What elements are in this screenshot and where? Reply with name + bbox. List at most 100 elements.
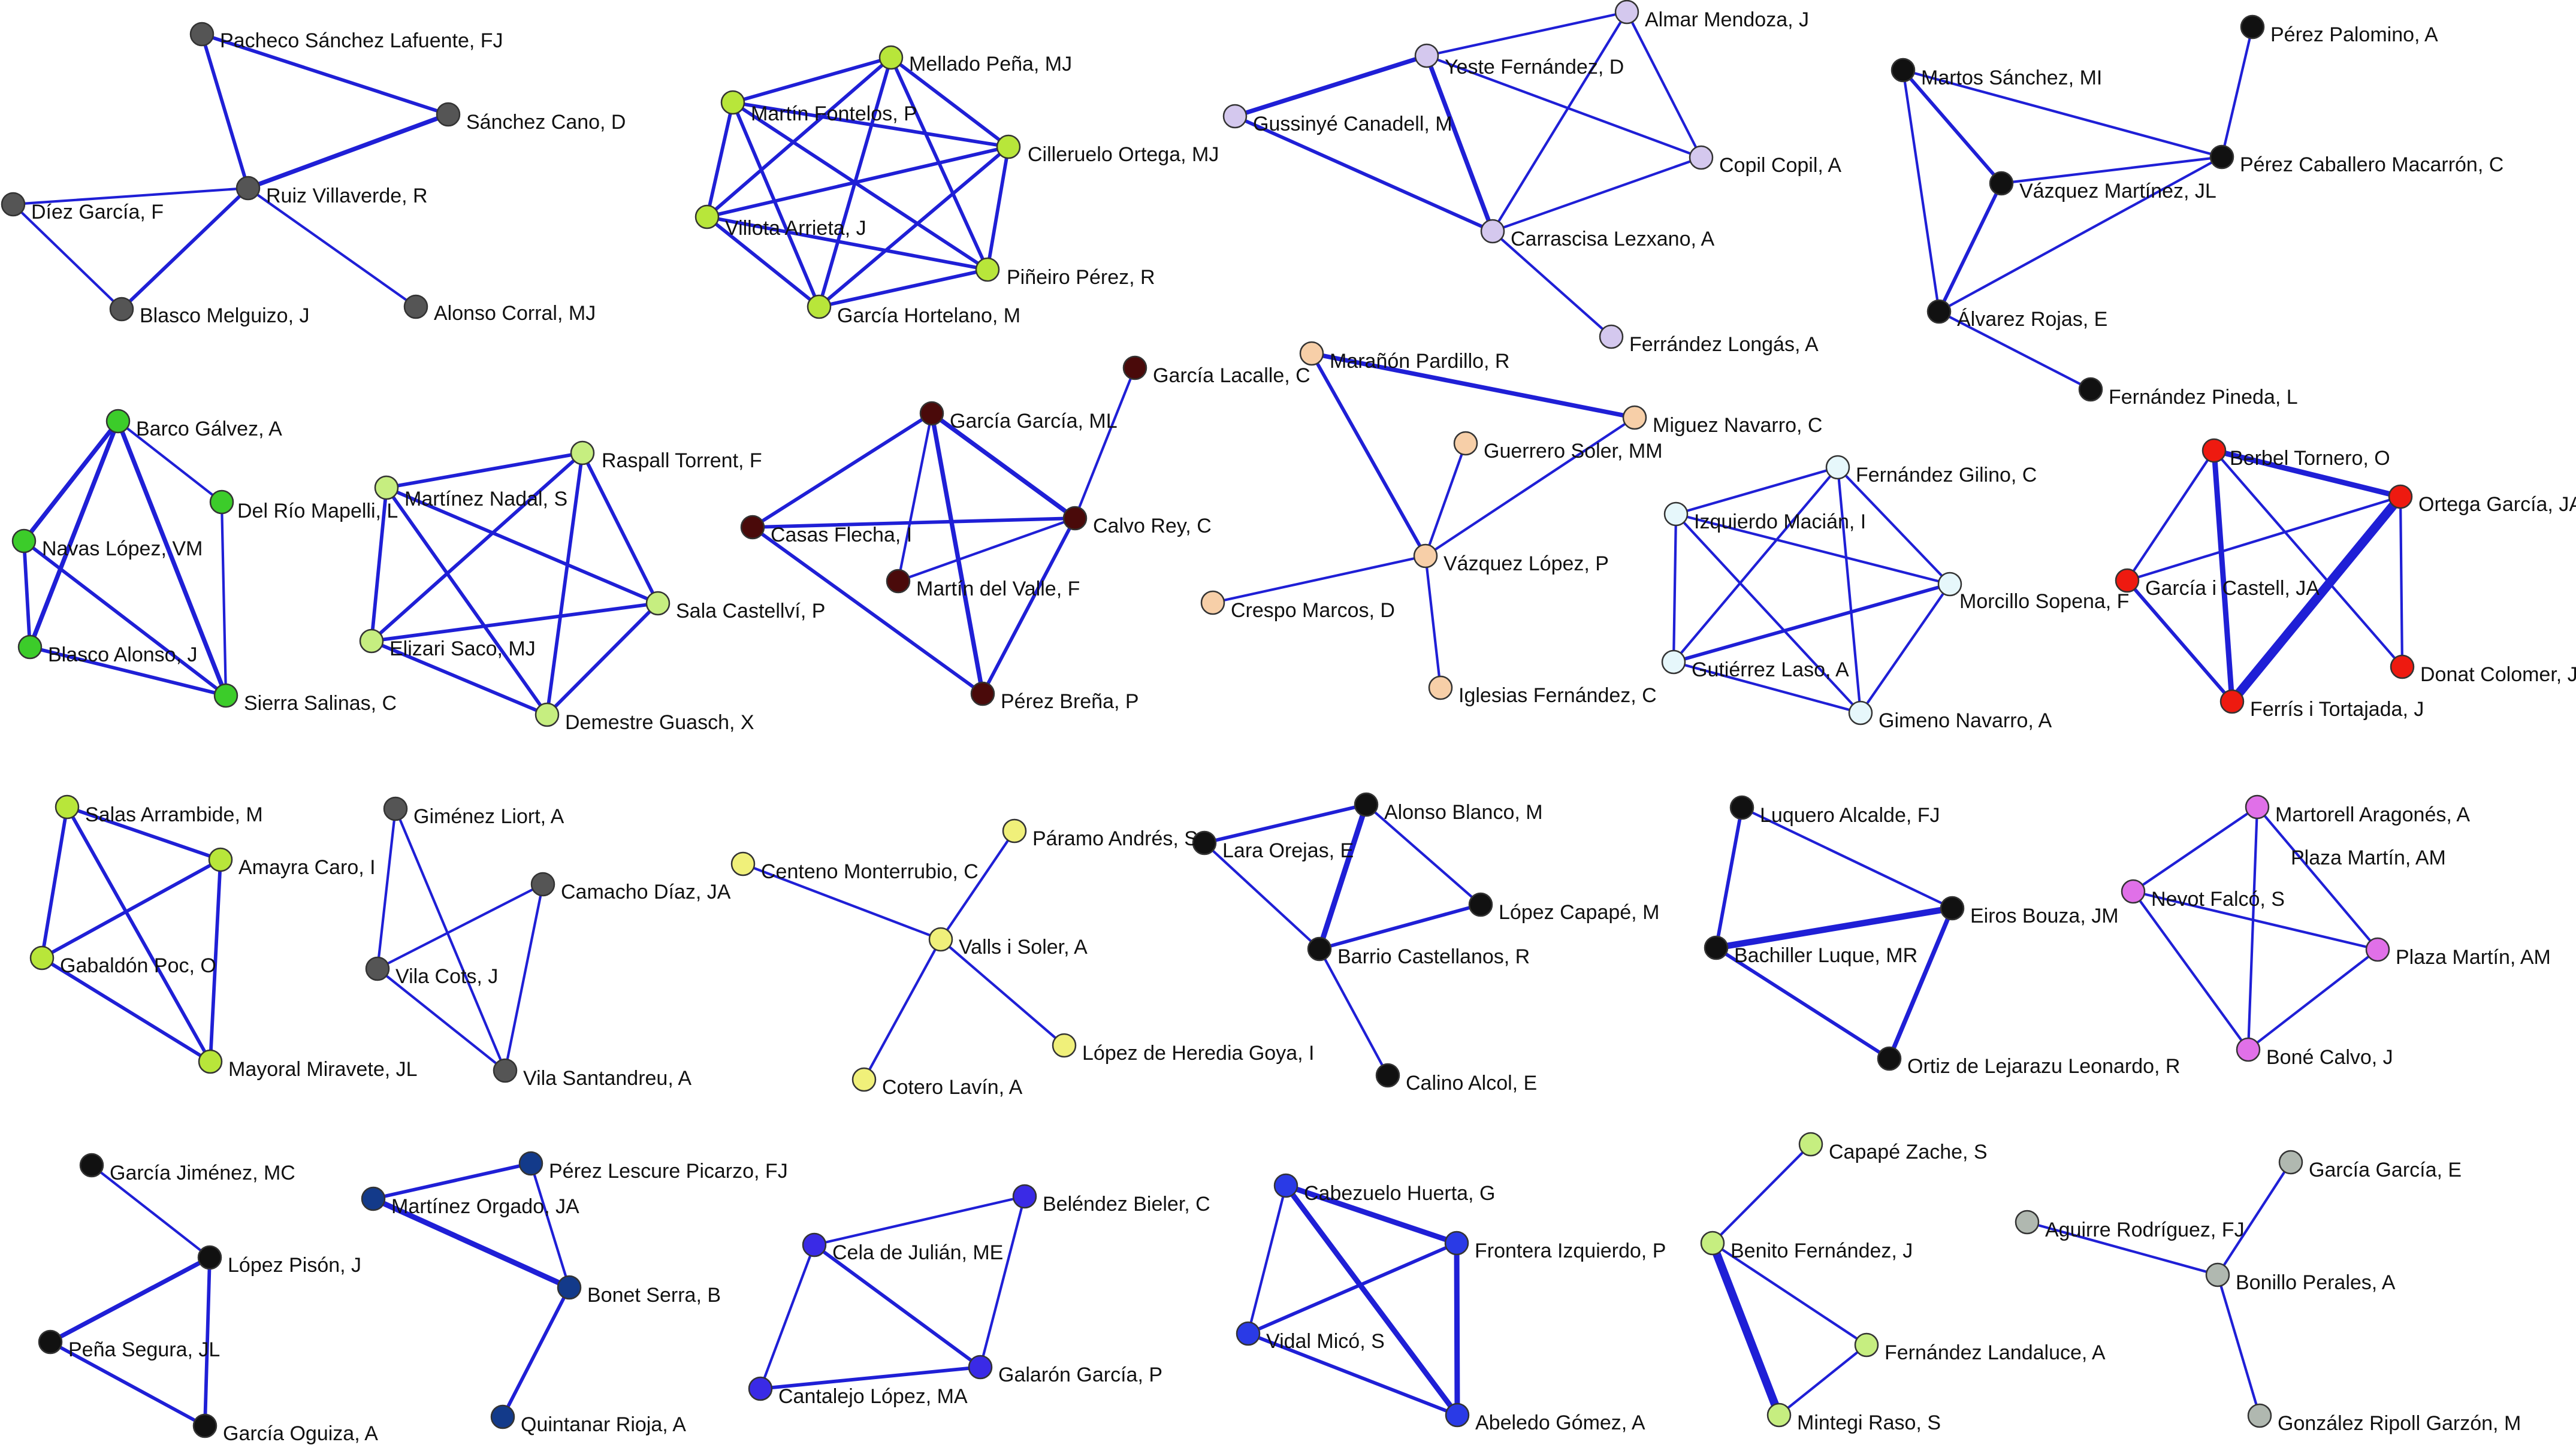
edge-c17-3 bbox=[49, 1340, 207, 1428]
label-ortiz-de-lejarazu-leonardo-r: Ortiz de Lejarazu Leonardo, R bbox=[1907, 1055, 2180, 1078]
label-nevot-falco-s: Nevot Falcó, S bbox=[2151, 888, 2285, 911]
edge-c6-1 bbox=[581, 451, 660, 605]
edge-c15-1 bbox=[1714, 806, 1744, 950]
label-quintanar-rioja-a: Quintanar Rioja, A bbox=[521, 1413, 686, 1436]
label-perez-palomino-a: Pérez Palomino, A bbox=[2270, 23, 2438, 46]
label-martin-del-valle-f: Martín del Valle, F bbox=[916, 578, 1080, 600]
edge-c8-1 bbox=[1310, 352, 1427, 558]
edge-c10-0 bbox=[2211, 448, 2403, 500]
label-cantalejo-lopez-ma: Cantalejo López, MA bbox=[778, 1385, 968, 1408]
label-luquero-alcalde-fj: Luquero Alcalde, FJ bbox=[1760, 804, 1940, 827]
node-carrascisa-lezxano-a bbox=[1480, 219, 1505, 244]
node-quintanar-rioja-a bbox=[490, 1404, 515, 1429]
label-carrascisa-lezxano-a: Carrascisa Lezxano, A bbox=[1511, 228, 1714, 250]
node-bone-calvo-j bbox=[2236, 1037, 2261, 1062]
node-valls-i-soler-a bbox=[928, 927, 953, 952]
edge-c16-2 bbox=[2246, 805, 2259, 1051]
node-fernandez-landaluce-a bbox=[1854, 1332, 1879, 1358]
label-gussinye-canadell-m: Gussinyé Canadell, M bbox=[1253, 113, 1452, 135]
node-lopez-pison-j bbox=[197, 1245, 222, 1270]
node-frontera-izquierdo-p bbox=[1444, 1231, 1469, 1256]
node-izquierdo-macian-i bbox=[1663, 501, 1689, 527]
label-calvo-rey-c: Calvo Rey, C bbox=[1093, 515, 1212, 537]
edge-c17-0 bbox=[90, 1163, 212, 1259]
node-garcia-oguiza-a bbox=[192, 1413, 218, 1438]
edge-c14-4 bbox=[1318, 903, 1482, 951]
node-crespo-marcos-d bbox=[1200, 590, 1225, 615]
edge-c1-0 bbox=[200, 32, 450, 116]
label-ortega-garcia-ja: Ortega García, JA bbox=[2418, 493, 2576, 516]
node-perez-palomino-a bbox=[2240, 14, 2265, 40]
node-plaza-martin-am bbox=[2365, 937, 2390, 962]
label-crespo-marcos-d: Crespo Marcos, D bbox=[1231, 599, 1395, 622]
edge-c7-6 bbox=[751, 525, 985, 696]
edge-c4-1 bbox=[1901, 68, 2224, 159]
edge-c2-10 bbox=[986, 145, 1010, 271]
edge-c7-1 bbox=[751, 412, 934, 529]
edge-c5-4 bbox=[220, 500, 228, 697]
label-plaza-martin-am: Plaza Martín, AM bbox=[2291, 847, 2446, 869]
node-berbel-tornero-o bbox=[2201, 438, 2227, 463]
edge-c4-2 bbox=[1901, 68, 2003, 185]
label-iglesias-fernandez-c: Iglesias Fernández, C bbox=[1458, 684, 1657, 707]
edge-c3-6 bbox=[1625, 10, 1703, 159]
label-garcia-garcia-ml: García García, ML bbox=[950, 410, 1118, 433]
node-gimeno-navarro-a bbox=[1848, 700, 1873, 725]
label-miguez-navarro-c: Miguez Navarro, C bbox=[1653, 414, 1822, 437]
edge-c18-3 bbox=[501, 1286, 571, 1419]
node-ruiz-villaverde-r bbox=[235, 176, 261, 201]
node-alvarez-rojas-e bbox=[1926, 299, 1952, 324]
edge-c6-3 bbox=[545, 451, 584, 717]
edge-c2-7 bbox=[731, 101, 989, 271]
label-gabaldon-poc-o: Gabaldón Poc, O bbox=[60, 954, 216, 977]
node-centeno-monterrubio-c bbox=[730, 851, 756, 876]
node-amayra-caro-i bbox=[208, 847, 233, 872]
label-guerrero-soler-mm: Guerrero Soler, MM bbox=[1484, 440, 1663, 462]
node-camacho-diaz-ja bbox=[530, 872, 555, 897]
edge-c5-2 bbox=[28, 419, 120, 649]
node-garcia-lacalle-c bbox=[1122, 355, 1147, 380]
label-salas-arrambide-m: Salas Arrambide, M bbox=[85, 803, 263, 826]
edge-c22-2 bbox=[2216, 1273, 2261, 1417]
label-izquierdo-macian-i: Izquierdo Macián, I bbox=[1694, 510, 1866, 533]
edge-c2-9 bbox=[705, 145, 1010, 219]
node-pena-segura-jl bbox=[38, 1329, 63, 1355]
label-fernandez-pineda-l: Fernández Pineda, L bbox=[2109, 386, 2298, 409]
label-belendez-bieler-c: Beléndez Bieler, C bbox=[1043, 1193, 1210, 1216]
label-del-rio-mapelli-l: Del Río Mapelli, L bbox=[237, 500, 398, 522]
node-aguirre-rodriguez-fj bbox=[2015, 1210, 2040, 1235]
node-diez-garcia-f bbox=[1, 192, 26, 217]
edge-c1-5 bbox=[246, 186, 418, 309]
edge-c6-0 bbox=[385, 451, 584, 489]
edge-c20-5 bbox=[1246, 1332, 1459, 1417]
label-alonso-blanco-m: Alonso Blanco, M bbox=[1384, 801, 1543, 824]
label-vila-santandreu-a: Vila Santandreu, A bbox=[523, 1067, 691, 1090]
node-fernandez-pineda-l bbox=[2078, 377, 2103, 402]
node-barco-galvez-a bbox=[105, 409, 131, 434]
edge-c13-3 bbox=[862, 938, 943, 1081]
edge-c21-1 bbox=[1711, 1241, 1868, 1347]
node-vila-cots-j bbox=[365, 956, 390, 981]
edge-c7-5 bbox=[751, 516, 1077, 529]
edge-c19-2 bbox=[813, 1243, 982, 1369]
edge-c6-9 bbox=[370, 639, 549, 717]
node-mellado-pena-mj bbox=[878, 45, 904, 70]
label-vazquez-lopez-p: Vázquez López, P bbox=[1443, 552, 1609, 575]
node-mayoral-miravete-jl bbox=[198, 1049, 223, 1074]
node-fernandez-gilino-c bbox=[1825, 455, 1850, 480]
label-lopez-capape-m: López Capapé, M bbox=[1499, 901, 1659, 924]
edge-c11-5 bbox=[40, 956, 212, 1063]
edge-c2-11 bbox=[817, 145, 1010, 309]
edge-c9-3 bbox=[1836, 465, 1862, 715]
edge-c9-2 bbox=[1672, 465, 1840, 664]
node-lopez-capape-m bbox=[1468, 892, 1493, 917]
label-gimenez-liort-a: Giménez Liort, A bbox=[413, 805, 564, 828]
node-alonso-corral-mj bbox=[403, 294, 428, 319]
node-cabezuelo-huerta-g bbox=[1273, 1173, 1298, 1198]
label-bone-calvo-j: Boné Calvo, J bbox=[2266, 1046, 2393, 1069]
label-diez-garcia-f: Díez García, F bbox=[31, 201, 164, 223]
label-gutierrez-laso-a: Gutiérrez Laso, A bbox=[1692, 658, 1849, 681]
label-demestre-guasch-x: Demestre Guasch, X bbox=[565, 711, 754, 734]
node-bachiller-luque-mr bbox=[1704, 935, 1729, 960]
